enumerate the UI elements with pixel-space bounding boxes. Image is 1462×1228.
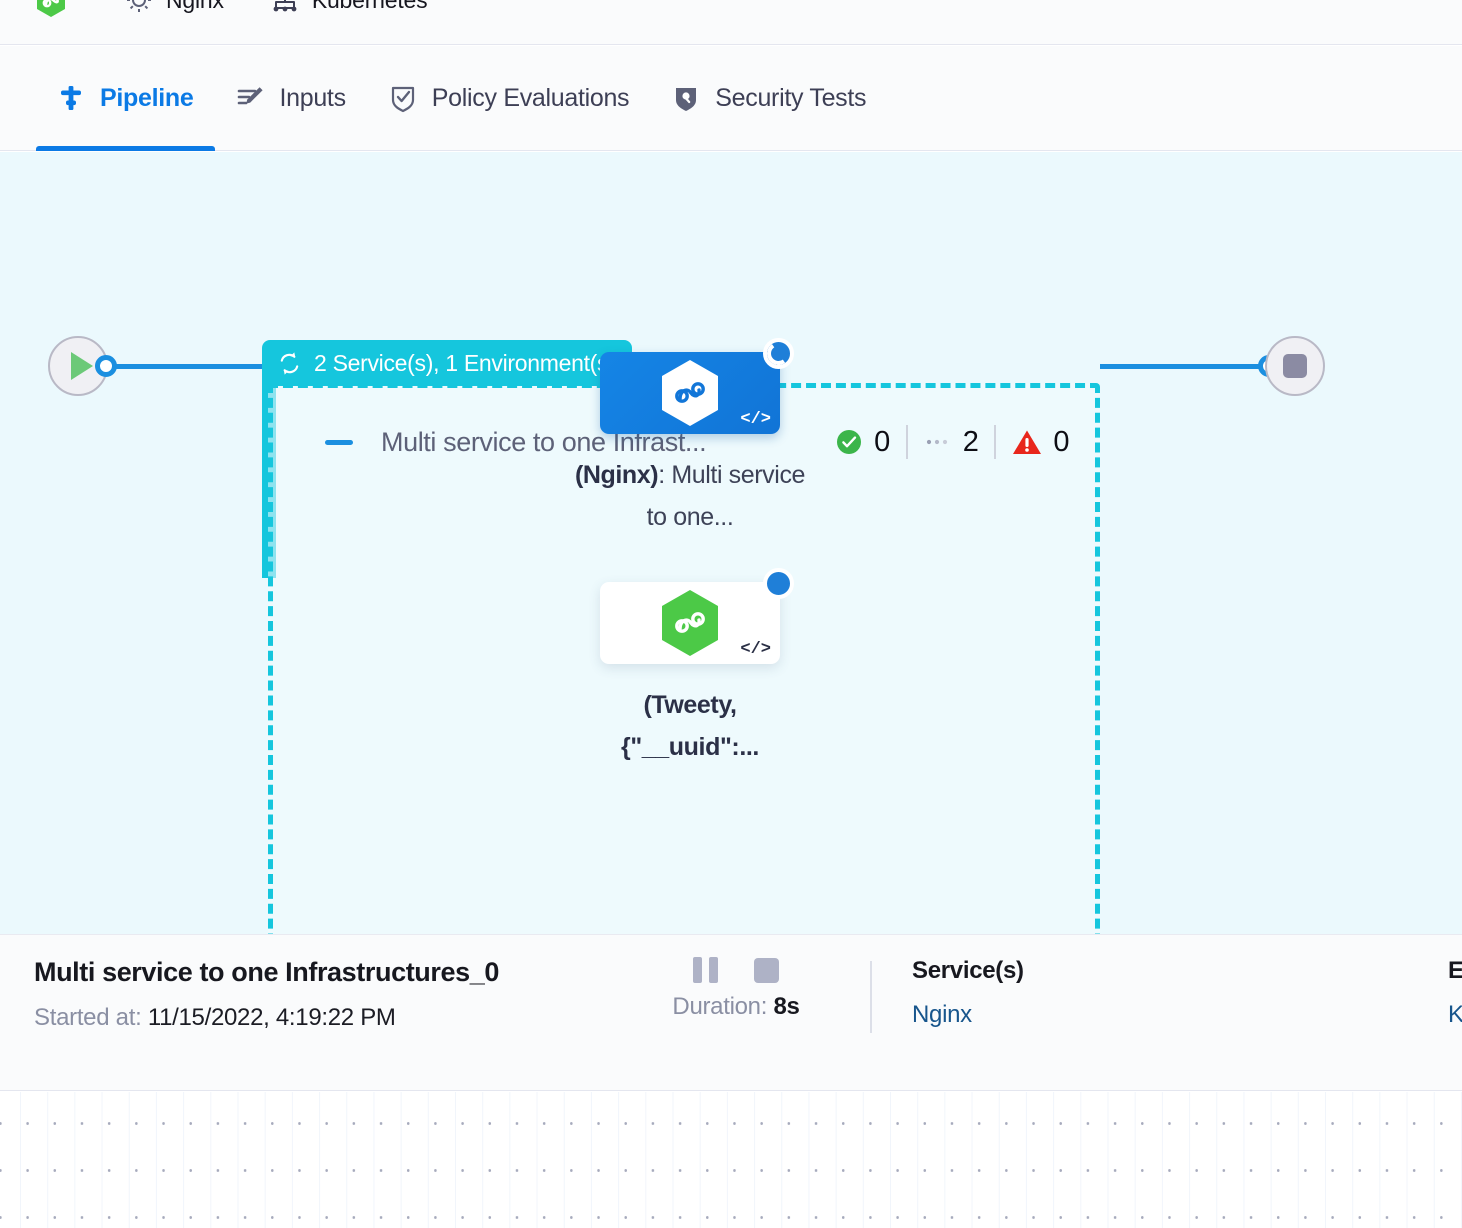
execution-details-panel: Multi service to one Infrastructures_0 S… (0, 934, 1462, 1091)
status-count-success-value: 0 (874, 425, 890, 458)
count-divider-2 (994, 425, 997, 459)
tab-inputs-label: Inputs (279, 83, 346, 112)
count-divider-1 (905, 425, 908, 459)
tab-policy-evaluations-label: Policy Evaluations (431, 83, 630, 112)
warning-triangle-icon (1013, 430, 1042, 454)
stop-icon[interactable] (754, 958, 779, 983)
node-label-tweety: (Tweety, {"__uuid":... (574, 684, 806, 768)
tab-pipeline[interactable]: Pipeline (36, 46, 216, 151)
environments-column-header: Envi (1448, 957, 1462, 984)
pipeline-icon (61, 86, 81, 110)
tab-bar: Pipeline Inputs Policy Evaluations (0, 46, 1462, 151)
status-count-pending-value: 2 (962, 425, 979, 458)
services-column: Service(s) Nginx (912, 957, 1024, 1029)
tab-security-tests-label: Security Tests (715, 83, 867, 112)
service-hex-icon (662, 590, 718, 656)
loop-arrows-icon (280, 351, 299, 375)
tab-security-tests[interactable]: Security Tests (651, 46, 888, 151)
shield-check-icon (391, 86, 414, 113)
pipeline-end-node[interactable] (1265, 336, 1325, 396)
group-label-chip[interactable]: 2 Service(s), 1 Environment(s) (262, 340, 632, 386)
execution-duration-block: Duration: 8s (616, 957, 856, 1021)
details-divider-1 (870, 961, 872, 1033)
node-card-tweety[interactable]: </> (600, 568, 794, 664)
tab-inputs[interactable]: Inputs (215, 46, 367, 151)
node-label-nginx-bold: (Nginx) (574, 461, 659, 489)
execution-duration-key: Duration: (672, 993, 774, 1020)
node-label-tweety-rest: {"__uuid":... (621, 733, 759, 761)
status-count-pending: 2 (908, 426, 995, 459)
node-label-nginx: (Nginx): Multi service to one... (574, 454, 806, 538)
collapse-dash-icon[interactable] (325, 439, 353, 445)
group-status-counts: 0 2 (819, 425, 1085, 459)
breadcrumb-item-environment[interactable]: Kubernetes (270, 0, 428, 14)
status-count-failed-value: 0 (1053, 425, 1069, 458)
breadcrumb-item-service[interactable]: Nginx (124, 0, 224, 14)
inputs-icon (238, 87, 264, 105)
edge-group-to-end (1100, 364, 1272, 369)
service-hex-icon (662, 360, 718, 426)
execution-duration: Duration: 8s (616, 993, 856, 1021)
nginx-hex-logo-icon (37, 0, 65, 17)
execution-summary: Multi service to one Infrastructures_0 S… (34, 957, 594, 1032)
code-icon[interactable]: </> (740, 410, 771, 429)
execution-started-at: Started at: 11/15/2022, 4:19:22 PM (34, 1004, 594, 1032)
status-count-failed: 0 (996, 426, 1085, 459)
stop-icon (1283, 354, 1307, 378)
tab-policy-evaluations[interactable]: Policy Evaluations (368, 46, 651, 151)
execution-started-at-value: 11/15/2022, 4:19:22 PM (147, 1004, 396, 1031)
edge-start-to-group (112, 364, 274, 369)
environments-column-link[interactable]: Kube (1448, 1001, 1462, 1028)
environments-column: Envi Kube (1448, 957, 1462, 1029)
status-count-success: 0 (819, 426, 906, 459)
group-label-text: 2 Service(s), 1 Environment(s) (314, 349, 616, 376)
spinner-badge-icon (763, 338, 794, 369)
kubernetes-icon (273, 0, 297, 12)
breadcrumb-item-environment-label: Kubernetes (312, 0, 428, 14)
node-label-tweety-bold: (Tweety, (643, 691, 737, 719)
check-circle-icon (837, 430, 862, 454)
canvas-grid-background (0, 1092, 1462, 1228)
shield-lock-icon (676, 88, 697, 111)
execution-controls (616, 957, 856, 983)
node-label-nginx-rest: : Multi service to one... (646, 461, 806, 531)
pipeline-node-tweety[interactable]: </> (Tweety, {"__uuid":... (600, 568, 806, 768)
execution-title: Multi service to one Infrastructures_0 (34, 957, 499, 987)
services-column-link[interactable]: Nginx (912, 1001, 972, 1028)
breadcrumb-bar: Nginx Kubernetes (0, 0, 1462, 45)
dots-icon (926, 439, 947, 445)
pause-icon[interactable] (693, 957, 718, 983)
play-icon (70, 352, 93, 380)
breadcrumb-item-logo[interactable] (36, 0, 78, 17)
pipeline-node-nginx[interactable]: </> (Nginx): Multi service to one... (575, 338, 806, 538)
breadcrumb-item-service-label: Nginx (166, 0, 224, 14)
pipeline-canvas[interactable]: 2 Service(s), 1 Environment(s) Multi ser… (0, 152, 1462, 934)
node-card-nginx[interactable]: </> (600, 338, 794, 434)
execution-duration-value: 8s (773, 993, 800, 1020)
services-column-header: Service(s) (912, 957, 1024, 984)
execution-started-at-key: Started at: (34, 1004, 148, 1031)
tab-pipeline-label: Pipeline (100, 83, 194, 112)
solid-circle-badge-icon (763, 568, 794, 599)
gear-icon (127, 0, 151, 12)
code-icon[interactable]: </> (740, 640, 771, 659)
